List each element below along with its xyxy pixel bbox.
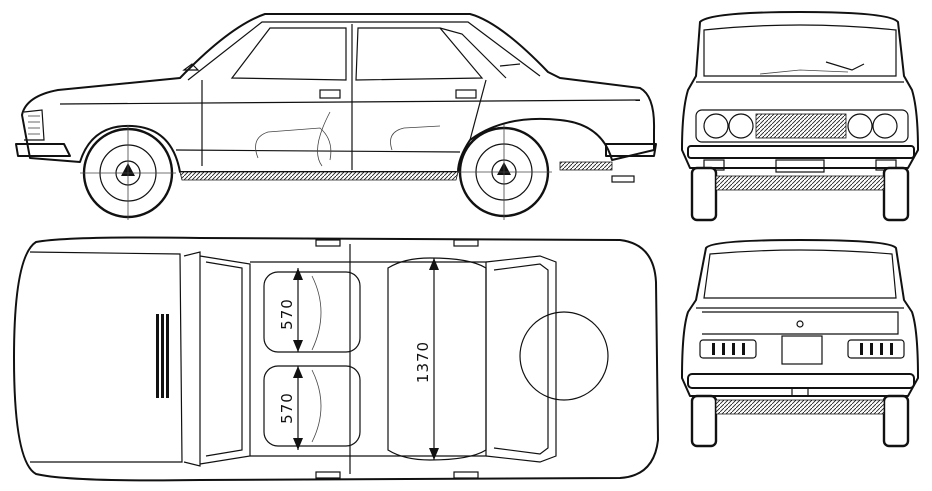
rear-view bbox=[681, 239, 919, 448]
front-seat-dimension bbox=[293, 268, 303, 352]
front-seat-width-label: 570 bbox=[278, 298, 296, 330]
rear-seat-width-label: 570 bbox=[278, 392, 296, 424]
side-view bbox=[15, 13, 657, 220]
cabin-width-label: 1370 bbox=[414, 341, 432, 383]
front-view bbox=[681, 11, 919, 222]
rear-seat-dimension bbox=[293, 366, 303, 450]
cabin-width-dimension bbox=[429, 258, 439, 460]
top-view: 570 570 1370 bbox=[13, 236, 659, 482]
